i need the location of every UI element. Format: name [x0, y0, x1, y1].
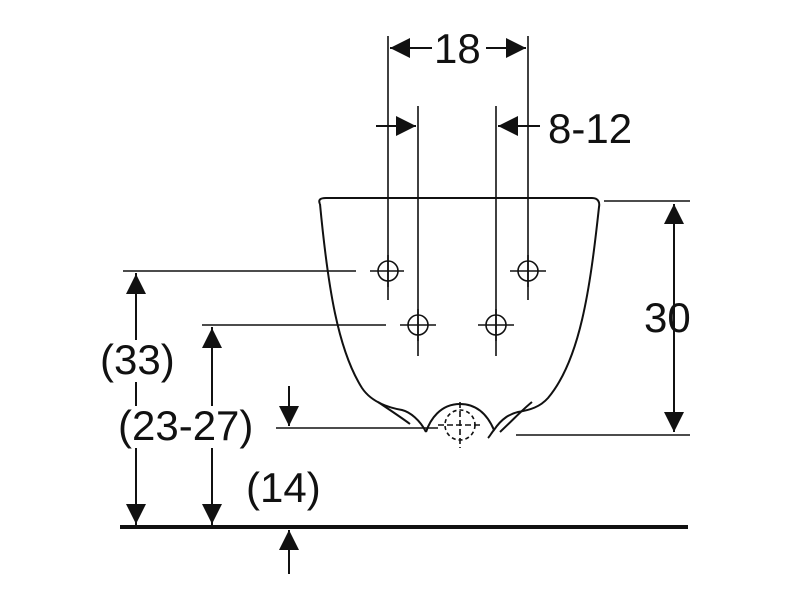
- dim-18-label: 18: [434, 25, 481, 72]
- dim-14-label: (14): [246, 464, 321, 511]
- dim-23-27-label-bg: [118, 406, 272, 448]
- dim-33-label: (33): [100, 336, 175, 383]
- dim-8-12-label: 8-12: [548, 105, 632, 152]
- bidet-outline: [318, 197, 601, 439]
- dim-23-27-label: (23-27): [118, 402, 253, 449]
- drain-opening-icon: [438, 402, 482, 448]
- lower-left-mounting-hole-icon: [400, 309, 436, 341]
- lower-right-mounting-hole-icon: [478, 309, 514, 341]
- upper-right-mounting-hole-icon: [510, 255, 546, 287]
- dim-33-label-bg: [100, 340, 180, 382]
- upper-left-mounting-hole-icon: [370, 255, 404, 287]
- dim-30-label: 30: [644, 294, 691, 341]
